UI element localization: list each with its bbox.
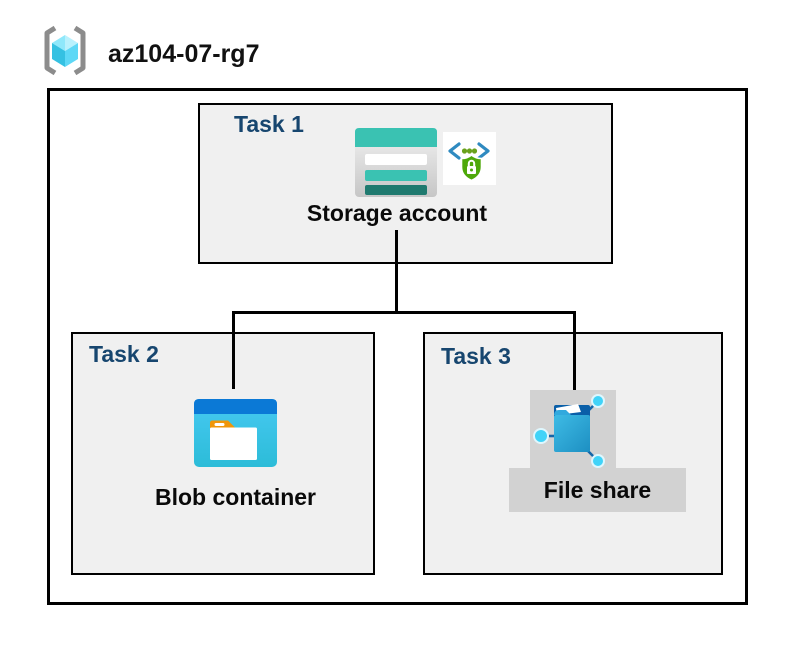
- connector-horizontal: [232, 311, 576, 314]
- task1-label: Task 1: [234, 111, 304, 137]
- resource-group-icon: [38, 23, 92, 78]
- storage-account-icon: [355, 128, 437, 197]
- file-share-label: File share: [509, 468, 686, 512]
- blob-container-label: Blob container: [154, 484, 316, 510]
- connector-to-blob: [232, 311, 235, 389]
- blob-container-icon: [194, 399, 277, 467]
- task2-label: Task 2: [89, 341, 159, 367]
- file-share-icon: [530, 390, 616, 468]
- connector-storage-down: [395, 230, 398, 312]
- task2-box: Task 2: [71, 332, 375, 575]
- task3-label: Task 3: [441, 343, 511, 369]
- storage-account-label: Storage account: [306, 200, 488, 226]
- resource-group-name: az104-07-rg7: [108, 40, 260, 68]
- connector-to-fileshare: [573, 311, 576, 391]
- code-shield-lock-icon: [443, 132, 496, 185]
